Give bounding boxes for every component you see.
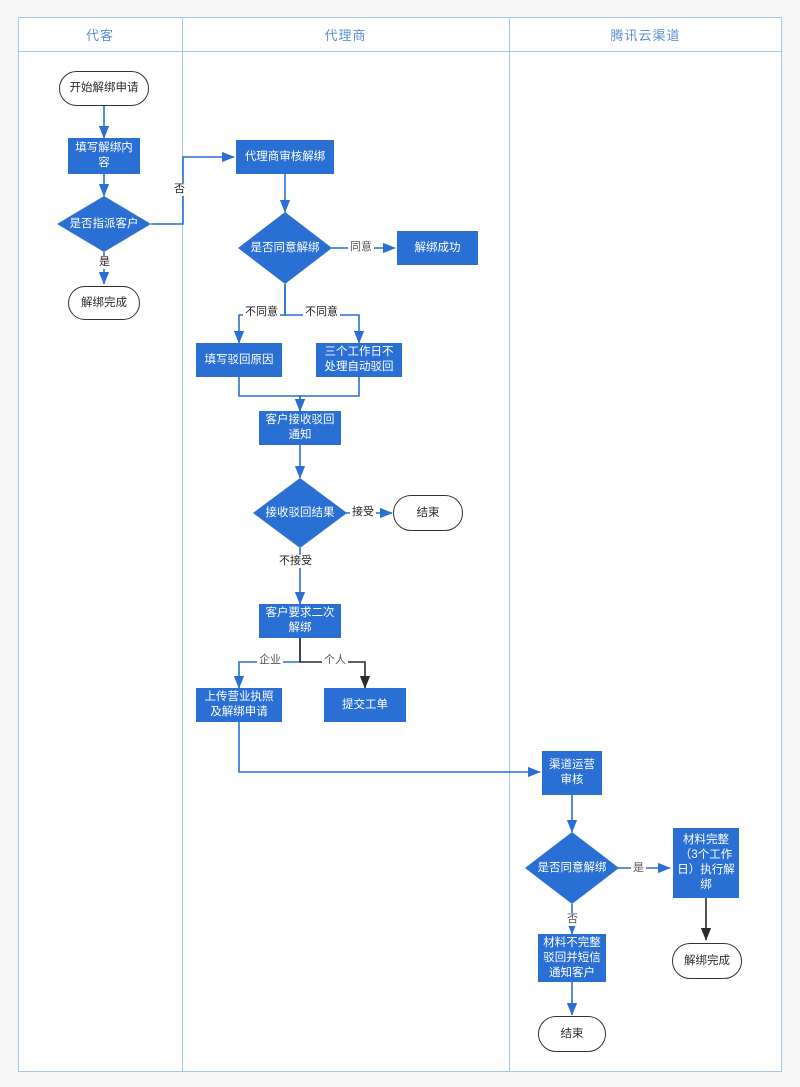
node-second-unbind[interactable]: 客户要求二次解绑 (259, 604, 341, 638)
node-unbind-success-label: 解绑成功 (414, 241, 461, 254)
node-end-middle[interactable]: 结束 (393, 495, 463, 531)
node-unbind-done-left-label: 解绑完成 (81, 296, 127, 309)
edge-label-no-assign: 否 (172, 183, 187, 196)
node-end-right[interactable]: 结束 (538, 1016, 606, 1052)
node-customer-notice-label: 客户接收驳回通知 (265, 414, 335, 441)
edge-label-disagree-right: 不同意 (303, 306, 340, 319)
node-submit-ticket[interactable]: 提交工单 (324, 688, 406, 722)
node-unbind-success[interactable]: 解绑成功 (397, 231, 478, 265)
node-end-middle-label: 结束 (416, 506, 440, 519)
node-start-apply-label: 开始解绑申请 (69, 82, 139, 94)
edge-label-disagree-left: 不同意 (243, 306, 280, 319)
node-customer-notice[interactable]: 客户接收驳回通知 (259, 411, 341, 445)
node-unbind-done-right[interactable]: 解绑完成 (672, 943, 742, 979)
node-accept-result-label: 接收驳回结果 (265, 506, 335, 519)
node-assign-customer-label: 是否指派客户 (69, 217, 139, 230)
node-accept-result[interactable]: 接收驳回结果 (253, 478, 347, 548)
edge-label-individual: 个人 (322, 654, 348, 667)
edge-label-yes-right: 是 (631, 862, 646, 875)
diamond-shape (525, 832, 619, 904)
lane-header-customer: 代客 (18, 17, 182, 52)
edge-label-enterprise: 企业 (257, 654, 283, 667)
node-fill-content-label: 填写解绑内容 (75, 142, 133, 169)
lane-header-agent: 代理商 (182, 17, 509, 52)
node-fill-reject-reason[interactable]: 填写驳回原因 (196, 343, 282, 377)
diamond-shape (57, 196, 151, 252)
node-upload-license[interactable]: 上传营业执照及解绑申请 (196, 688, 282, 722)
node-upload-license-label: 上传营业执照及解绑申请 (204, 691, 274, 718)
node-agree-unbind-2-label: 是否同意解绑 (537, 861, 607, 874)
node-material-complete-label: 材料完整（3个工作日）执行解绑 (677, 834, 735, 891)
node-agent-review-label: 代理商审核解绑 (244, 150, 326, 163)
node-material-incomplete[interactable]: 材料不完整驳回并短信通知客户 (538, 934, 606, 982)
edge-label-accept: 接受 (350, 506, 376, 519)
diamond-shape (238, 212, 332, 284)
node-second-unbind-label: 客户要求二次解绑 (265, 607, 335, 634)
node-agent-review[interactable]: 代理商审核解绑 (236, 140, 334, 174)
lane-header-customer-label: 代客 (85, 27, 114, 43)
node-material-incomplete-label: 材料不完整驳回并短信通知客户 (543, 936, 601, 979)
node-channel-review[interactable]: 渠道运营审核 (542, 751, 602, 795)
node-start-apply[interactable]: 开始解绑申请 (59, 71, 149, 106)
edge-label-not-accept: 不接受 (277, 555, 314, 568)
lane-header-agent-label: 代理商 (324, 27, 367, 43)
lane-header-tencent-label: 腾讯云渠道 (610, 27, 681, 43)
node-assign-customer[interactable]: 是否指派客户 (57, 196, 151, 252)
node-agree-unbind[interactable]: 是否同意解绑 (238, 212, 332, 284)
edge-label-agree: 同意 (348, 241, 374, 254)
swimlane-frame (18, 17, 782, 1072)
node-unbind-done-left[interactable]: 解绑完成 (68, 286, 140, 320)
lane-header-tencent: 腾讯云渠道 (509, 17, 782, 52)
node-unbind-done-right-label: 解绑完成 (684, 954, 730, 967)
node-material-complete[interactable]: 材料完整（3个工作日）执行解绑 (673, 828, 739, 898)
diamond-shape (253, 478, 347, 548)
lane-divider-2 (509, 17, 510, 1072)
lane-divider-1 (182, 17, 183, 1072)
node-end-right-label: 结束 (560, 1027, 584, 1040)
node-submit-ticket-label: 提交工单 (342, 698, 388, 711)
node-agree-unbind-2[interactable]: 是否同意解绑 (525, 832, 619, 904)
edge-label-no-right: 否 (565, 913, 580, 926)
node-fill-reject-reason-label: 填写驳回原因 (204, 353, 274, 366)
node-auto-reject-3days[interactable]: 三个工作日不处理自动驳回 (316, 343, 402, 377)
edge-label-yes-assign: 是 (97, 256, 112, 269)
node-fill-content[interactable]: 填写解绑内容 (68, 138, 140, 174)
node-channel-review-label: 渠道运营审核 (549, 759, 595, 786)
node-auto-reject-3days-label: 三个工作日不处理自动驳回 (324, 346, 394, 373)
node-agree-unbind-label: 是否同意解绑 (250, 241, 320, 254)
